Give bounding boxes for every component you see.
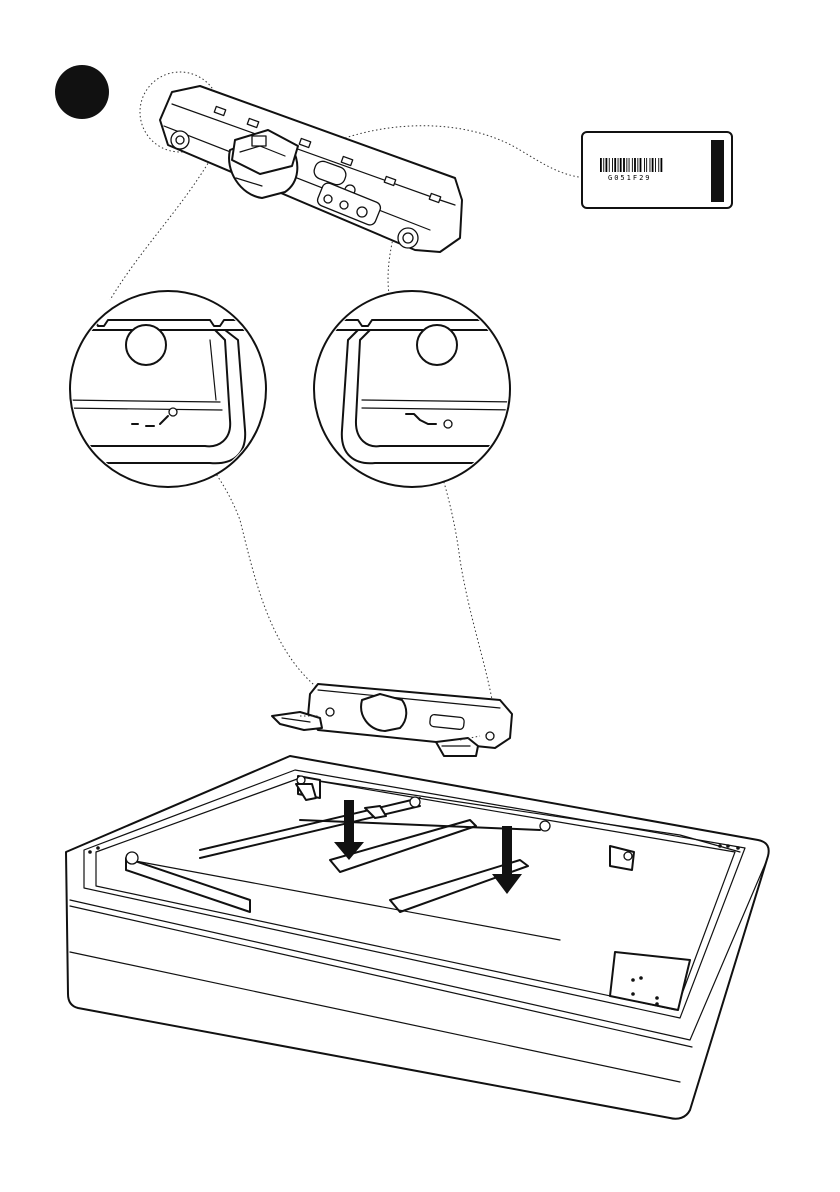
barcode-bar [655,158,656,172]
barcode-bar [603,158,604,172]
barcode-bar [600,158,602,172]
step-marker [55,65,109,119]
label-color-strip [711,140,724,202]
barcode-bar [650,158,651,172]
barcode-bar [626,158,627,172]
barcode-bar [609,158,610,172]
barcode-bar [658,158,659,172]
label-callout: G051F29 [582,132,732,208]
barcode-bar [614,158,616,172]
barcode-bar [644,158,645,172]
bed-frame [66,756,769,1119]
control-box-small [272,684,512,756]
zoom-detail-right [300,291,520,487]
barcode-bar [640,158,642,172]
barcode-bar [634,158,636,172]
barcode-bar [652,158,654,172]
barcode-bar [623,158,625,172]
barcode-bar [661,158,663,172]
barcode-bar [606,158,608,172]
control-box-large [140,72,462,252]
barcode-bar [632,158,633,172]
barcode-bar [620,158,622,172]
zoom-detail-left [60,291,280,487]
barcode-bar [646,158,647,172]
barcode-number: G051F29 [608,174,652,182]
barcode-bar [629,158,630,172]
barcode-bar [618,158,619,172]
barcode-bar [612,158,613,172]
barcode-bar [637,158,638,172]
